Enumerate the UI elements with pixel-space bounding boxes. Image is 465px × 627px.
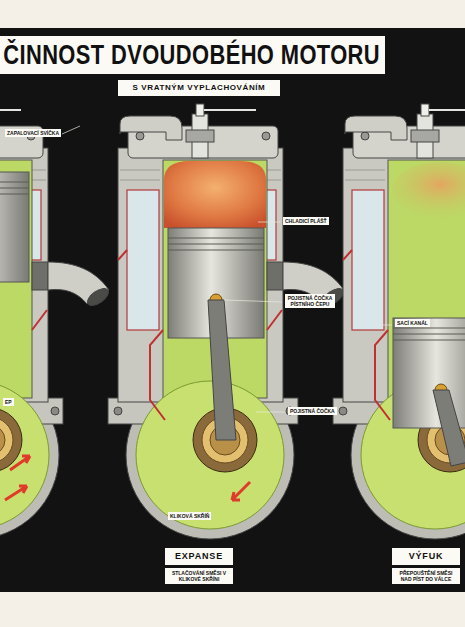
label-text: EP [3, 398, 14, 406]
label-text: VÝFUK [392, 548, 460, 565]
piston [0, 172, 29, 282]
label-body: PŘEPOUŠTĚNÍ SMĚSI NAD PÍST DO VÁLCE [392, 568, 460, 584]
subtitle-box: S VRATNÝM VYPLACHOVÁNÍM [118, 80, 280, 96]
engine-right [333, 104, 465, 539]
label-text: SACÍ KANÁL [395, 319, 430, 327]
leader-line [256, 412, 285, 413]
title-band: ČINNOST DVOUDOBÉHO MOTORU [0, 36, 385, 74]
label-text: EXPANSE [165, 548, 233, 565]
engine-body [333, 104, 465, 539]
leader-lines [62, 126, 392, 412]
residual-gas [392, 162, 465, 218]
label-text: POJISTNÁ ČOČKA [288, 407, 337, 415]
part-label: CHLADICÍ PLÁŠŤ [283, 217, 329, 225]
label-text: KLIKOVÁ SKŘÍŇ [168, 512, 211, 520]
part-label: POJISTNÁ ČOČKA [288, 407, 337, 415]
part-label: EP [3, 398, 14, 406]
leader-line [224, 300, 282, 302]
part-label: POJISTNÁ ČOČKA PÍSTNÍHO ČEPU [285, 294, 335, 308]
part-label: SACÍ KANÁL [395, 319, 430, 327]
engine-middle [108, 104, 346, 539]
leader-line [62, 126, 80, 134]
engine-body [0, 104, 111, 539]
engine-left [0, 104, 111, 539]
engine-body [108, 104, 346, 539]
leader-line [374, 325, 392, 326]
connecting-rod [208, 300, 236, 440]
part-label: KLIKOVÁ SKŘÍŇ [168, 512, 211, 520]
diagram-title: ČINNOST DVOUDOBÉHO MOTORU [0, 36, 380, 74]
burning-gas [164, 161, 266, 228]
label-text: CHLADICÍ PLÁŠŤ [283, 217, 329, 225]
leader-line [258, 222, 280, 223]
connecting-rod [433, 390, 465, 466]
flow-arrow [232, 482, 250, 500]
label-text: POJISTNÁ ČOČKA PÍSTNÍHO ČEPU [285, 294, 335, 308]
label-body: STLAČOVÁNÍ SMĚSI V KLIKOVÉ SKŘÍNI [165, 568, 233, 584]
part-label: ZAPALOVACÍ SVÍČKA [5, 129, 61, 137]
flow-arrow [10, 456, 30, 470]
label-text: S VRATNÝM VYPLACHOVÁNÍM [118, 80, 280, 96]
label-text: ZAPALOVACÍ SVÍČKA [5, 129, 61, 137]
stage-caption: VÝFUK PŘEPOUŠTĚNÍ SMĚSI NAD PÍST DO VÁLCE [392, 548, 460, 584]
flow-arrow [5, 486, 27, 500]
stage-caption: EXPANSE STLAČOVÁNÍ SMĚSI V KLIKOVÉ SKŘÍNI [165, 548, 233, 584]
